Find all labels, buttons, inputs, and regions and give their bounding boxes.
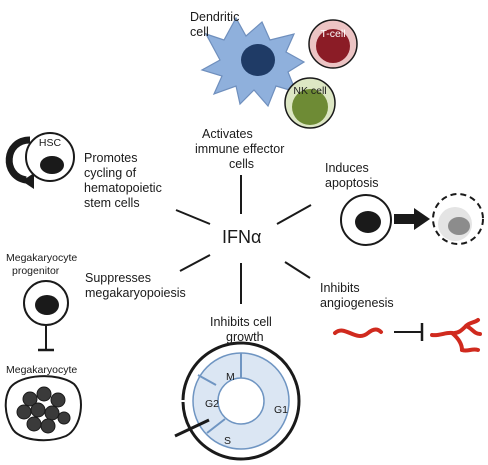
spoke-apoptosis — [276, 204, 312, 225]
apoptotic-cell — [432, 193, 484, 245]
vessel-segment — [333, 327, 383, 338]
phase-m: M — [226, 371, 235, 383]
hsc-label: HSC — [39, 137, 62, 149]
cycle-arrow-head-icon — [22, 173, 34, 189]
nk-cell-label: NK cell — [293, 85, 326, 97]
healthy-cell — [340, 194, 392, 246]
branching-vessel — [430, 318, 482, 353]
activates-label: Activates immune effector cells — [195, 127, 288, 171]
megakaryocyte-cell — [4, 375, 82, 442]
cell-cycle-ring: M G1 S G2 — [174, 341, 301, 461]
phase-g2: G2 — [205, 398, 219, 410]
cycle-arrow-icon — [5, 136, 31, 184]
inhibition-bar-icon — [38, 326, 54, 352]
megakaryocyte-progenitor-cell — [23, 280, 69, 326]
apoptosis-label: Induces apoptosis — [325, 161, 379, 190]
spoke-angiogenesis — [284, 261, 311, 279]
megakaryocyte-progenitor-label: Megakaryocyte progenitor — [6, 252, 80, 277]
megakaryocyte-label: Megakaryocyte — [6, 364, 77, 376]
spoke-promotes — [175, 209, 211, 225]
cycle-checkpoint-line — [174, 418, 210, 438]
t-cell-label: T-cell — [320, 28, 345, 40]
inhibition-bar-icon — [394, 323, 424, 341]
ifn-alpha-label: IFNα — [222, 227, 261, 247]
growth-label: Inhibits cell growth — [210, 315, 275, 344]
t-cell: T-cell — [308, 19, 358, 69]
phase-g1: G1 — [274, 404, 288, 416]
promotes-label: Promotes cycling of hematopoietic stem c… — [84, 151, 165, 210]
arrow-right-icon — [394, 208, 430, 230]
dendritic-cell-nucleus — [241, 44, 275, 76]
angiogenesis-label: Inhibits angiogenesis — [320, 281, 394, 310]
suppresses-label: Suppresses megakaryopoiesis — [85, 271, 186, 300]
hsc-cell: HSC — [5, 132, 75, 189]
spoke-suppresses — [179, 254, 211, 272]
nk-cell: NK cell — [284, 77, 336, 129]
dendritic-cell-label: Dendritic cell — [190, 10, 243, 39]
phase-s: S — [224, 435, 231, 447]
